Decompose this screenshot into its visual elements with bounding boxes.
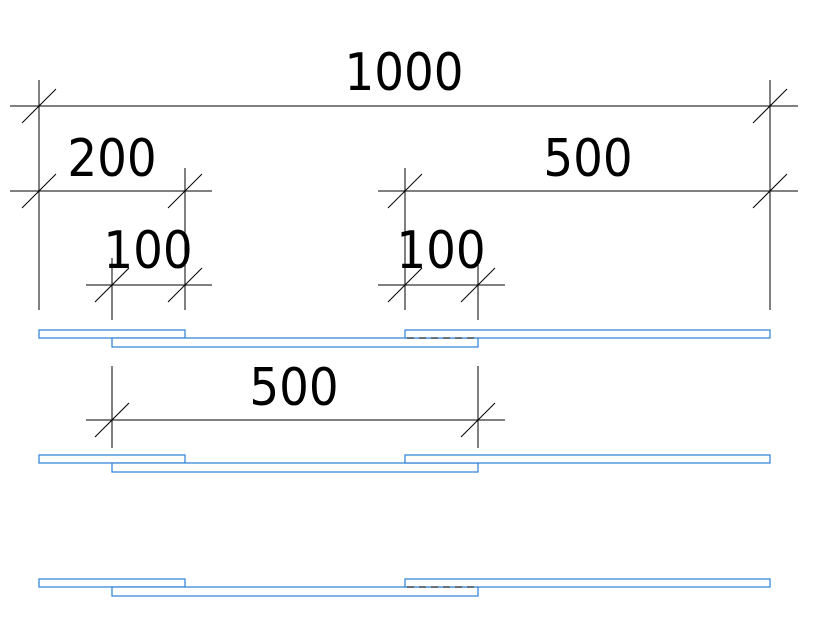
- dimension-total: 1000: [10, 43, 798, 310]
- board-middle: [111, 337, 479, 348]
- board-row-1: [38, 329, 771, 348]
- dimension-middle-span-label: 500: [249, 358, 338, 418]
- dimension-left-overlap: 100: [86, 221, 212, 320]
- dimension-left-overlap-label: 100: [103, 221, 192, 281]
- dimension-left-span: 200: [10, 129, 212, 310]
- board-row-3: [38, 578, 771, 597]
- board-left: [38, 329, 186, 339]
- board-left: [38, 454, 186, 464]
- board-right: [404, 329, 771, 339]
- dimension-right-span-label: 500: [543, 129, 632, 189]
- board-right: [404, 454, 771, 464]
- board-middle: [111, 586, 479, 597]
- dimension-right-overlap-label: 100: [396, 221, 485, 281]
- dimension-middle-span: 500: [86, 358, 505, 448]
- board-left: [38, 578, 186, 588]
- board-middle: [111, 462, 479, 473]
- dimension-left-span-label: 200: [67, 129, 156, 189]
- dimension-total-label: 1000: [344, 43, 463, 103]
- board-right: [404, 578, 771, 588]
- dimension-right-span: 500: [378, 129, 798, 310]
- dimension-right-overlap: 100: [378, 221, 505, 320]
- board-row-2: [38, 454, 771, 473]
